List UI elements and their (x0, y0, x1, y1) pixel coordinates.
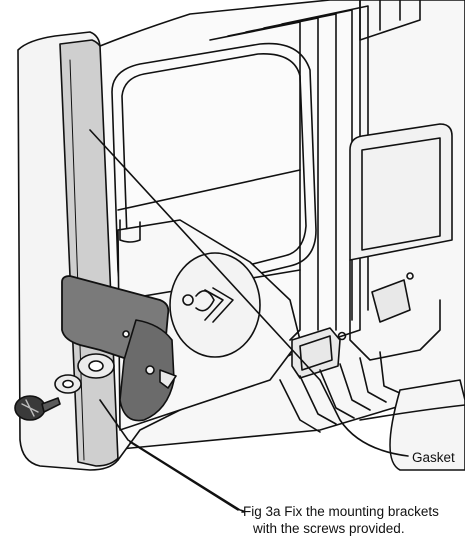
gasket-label: Gasket (412, 450, 455, 465)
rear-housing-edge (389, 379, 465, 471)
figure-caption-line2: with the screws provided. (253, 521, 405, 536)
figure-leader (99, 399, 246, 513)
figure-caption-line1: Fig 3a Fix the mounting brackets (243, 504, 439, 519)
side-recess (349, 123, 453, 261)
gasket-leader (89, 129, 409, 457)
circular-boss (169, 252, 261, 358)
bracket-hole-2 (122, 330, 130, 338)
connector-port-1 (291, 327, 341, 379)
connector-port-2 (371, 279, 411, 323)
bracket-hole-1 (145, 365, 155, 375)
screw-shaft (41, 397, 61, 413)
